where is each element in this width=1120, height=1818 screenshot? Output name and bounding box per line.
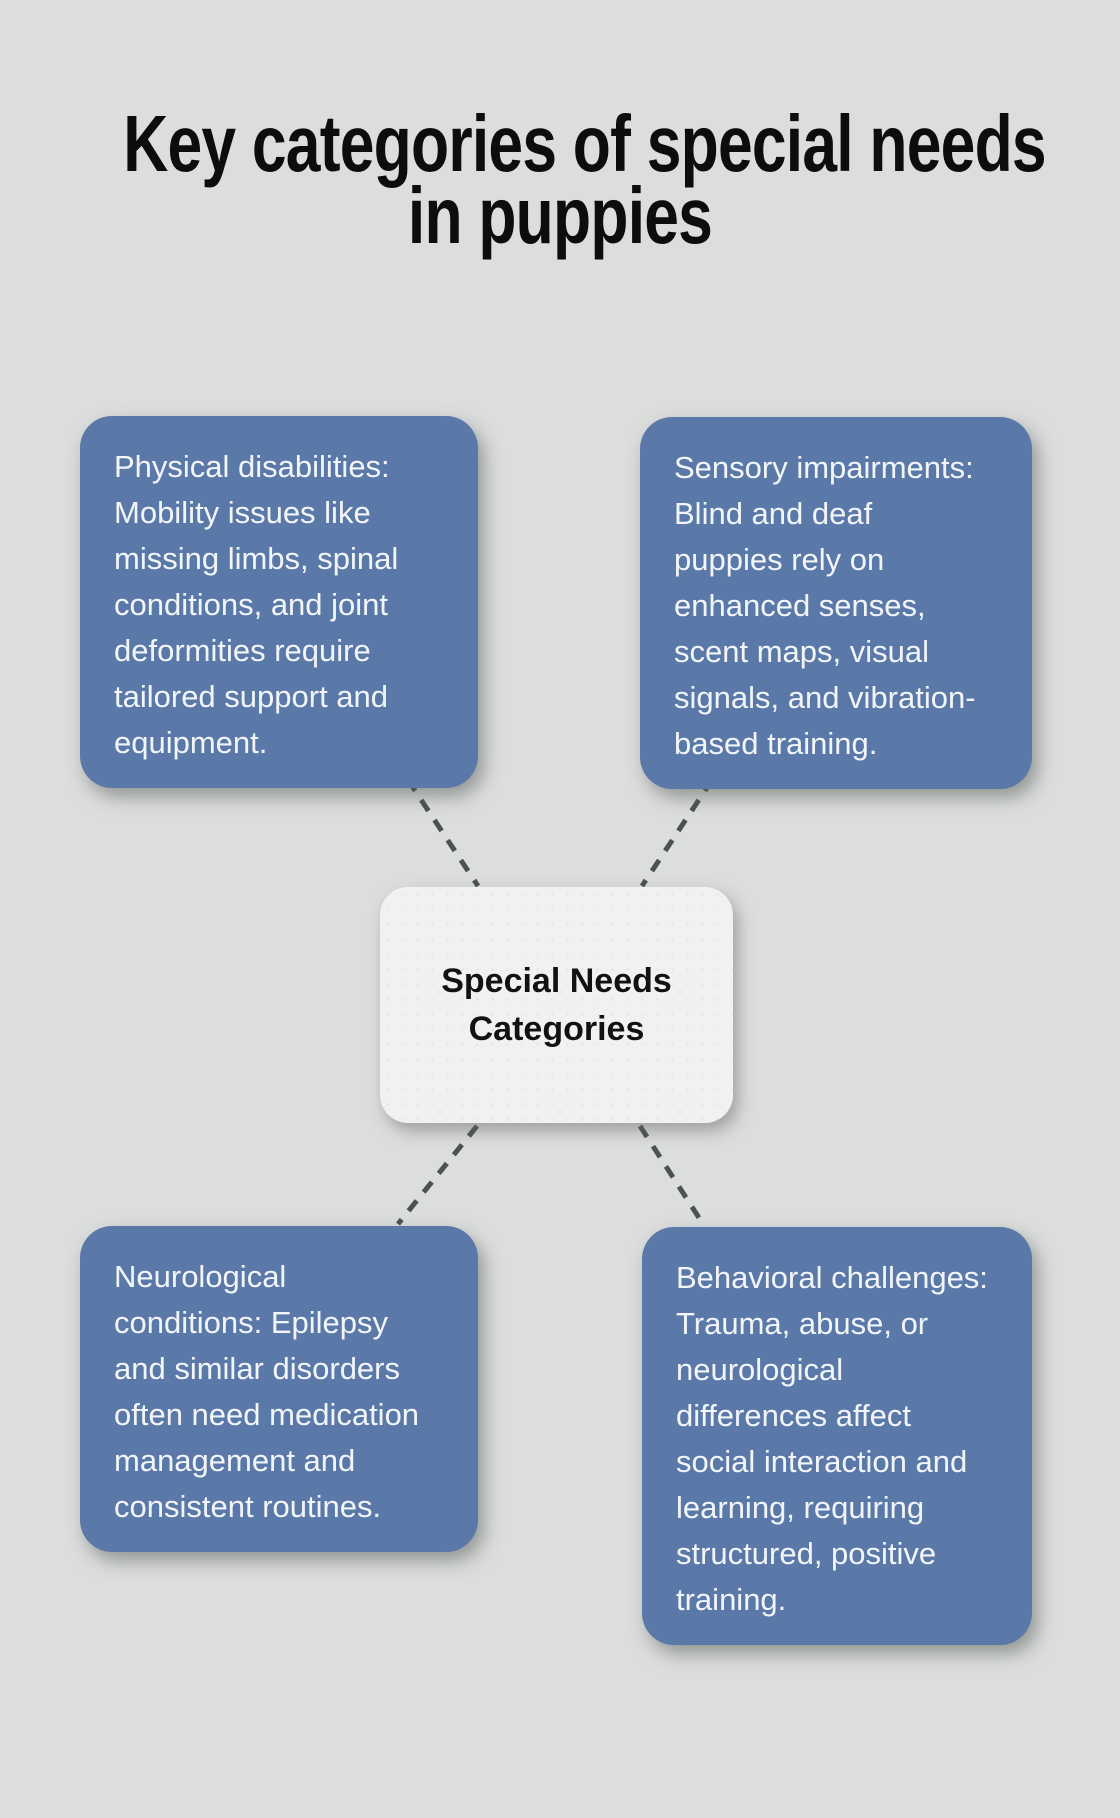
page-title: Key categories of special needs in puppi… <box>123 99 1046 260</box>
category-box-sensory-impairments: Sensory impairments: Blind and deaf pupp… <box>640 417 1032 789</box>
category-box-neurological-conditions: Neurological conditions: Epilepsy and si… <box>80 1226 478 1552</box>
category-text-neurological-conditions: Neurological conditions: Epilepsy and si… <box>114 1259 420 1524</box>
category-text-sensory-impairments: Sensory impairments: Blind and deaf pupp… <box>674 450 976 761</box>
category-text-behavioral-challenges: Behavioral challenges: Trauma, abuse, or… <box>676 1260 988 1617</box>
center-node-label: Special Needs Categories <box>441 962 672 1048</box>
connector-top-left-line <box>405 778 481 888</box>
category-box-physical-disabilities: Physical disabilities: Mobility issues l… <box>80 416 478 788</box>
connector-top-right-line <box>639 778 715 888</box>
category-box-behavioral-challenges: Behavioral challenges: Trauma, abuse, or… <box>642 1227 1032 1645</box>
category-text-physical-disabilities: Physical disabilities: Mobility issues l… <box>114 449 399 760</box>
connector-bottom-right-line <box>637 1124 706 1226</box>
center-node: Special Needs Categories <box>380 887 733 1123</box>
connector-bottom-left-line <box>396 1124 479 1226</box>
